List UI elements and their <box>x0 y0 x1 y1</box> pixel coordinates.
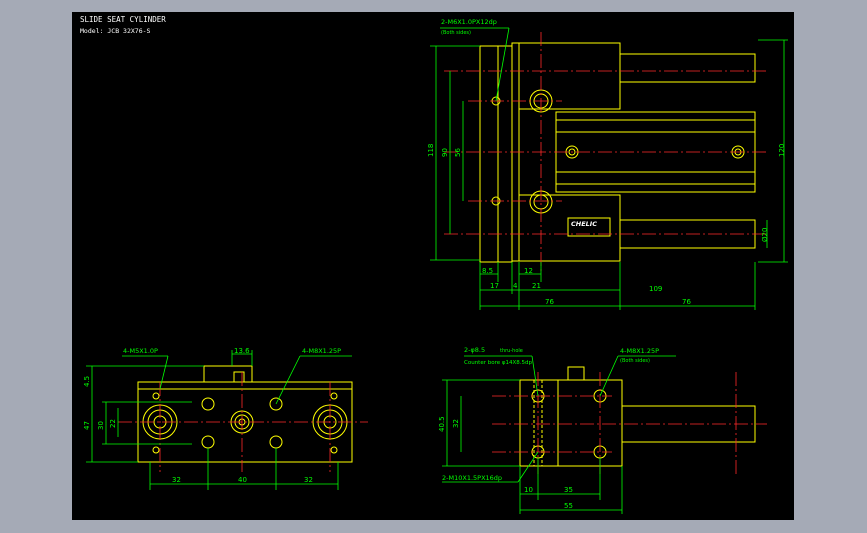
dim-32-right: 32 <box>304 476 313 484</box>
dim-4: 4 <box>513 282 518 290</box>
callout-m10: 2-M10X1.5PX16dp <box>442 474 502 482</box>
dim-47: 47 <box>83 421 91 430</box>
dim-120: 120 <box>778 144 786 157</box>
m5-hole <box>201 397 215 411</box>
dim-76-right: 76 <box>682 298 691 306</box>
cad-drawing: SLIDE SEAT CYLINDER Model: JCB 32X76-S <box>80 15 788 514</box>
dim-30: 30 <box>97 421 105 430</box>
front-view: 4.5 47 30 22 13.6 32 40 32 4-M5X1.0P 4-M… <box>83 347 368 490</box>
mount-plate <box>479 45 499 263</box>
dim-90: 90 <box>441 148 449 157</box>
front-top-tab <box>203 365 253 383</box>
dim-13-6: 13.6 <box>234 347 250 355</box>
dim-8-5: 8.5 <box>482 267 493 275</box>
dim-40: 40 <box>238 476 247 484</box>
dim-12: 12 <box>524 267 533 275</box>
dim-109: 109 <box>649 285 662 293</box>
dim-17: 17 <box>490 282 499 290</box>
callout-m8: 4-M8X1.25P <box>302 347 341 355</box>
m8-hole <box>269 397 283 411</box>
callout-phi-thru: thru-hole <box>500 348 523 354</box>
drawing-sheet: SLIDE SEAT CYLINDER Model: JCB 32X76-S <box>72 12 794 520</box>
dim-4-5: 4.5 <box>83 376 91 387</box>
dim-32-left: 32 <box>172 476 181 484</box>
side-body <box>519 379 559 467</box>
model-number: Model: JCB 32X76-S <box>80 27 151 35</box>
brand-text: CHELIC <box>571 220 597 228</box>
dim-22: 22 <box>109 419 117 428</box>
dim-118: 118 <box>427 144 435 157</box>
dim-35: 35 <box>564 486 573 494</box>
side-view: 40.5 32 10 35 55 2-φ8.5 thru-hole Counte… <box>438 346 767 514</box>
dim-32-side: 32 <box>452 419 460 428</box>
dim-10: 10 <box>524 486 533 494</box>
callout-m5: 4-M5X1.0P <box>123 347 158 355</box>
callout-counterbore: Counter bore φ14X8.5dp <box>464 360 532 366</box>
callout-m8-side: 4-M8X1.25P <box>620 347 659 355</box>
drawing-title: SLIDE SEAT CYLINDER <box>80 15 166 24</box>
dim-55: 55 <box>564 502 573 510</box>
side-rod <box>621 405 756 443</box>
callout-m6-sub: (Both sides) <box>441 30 471 36</box>
dim-phi20: Ø20 <box>761 228 769 242</box>
callout-m8-side-sub: (Both sides) <box>620 358 650 364</box>
guide-rod-upper <box>619 53 756 83</box>
callout-phi: 2-φ8.5 <box>464 346 485 354</box>
dim-56: 56 <box>454 148 462 157</box>
top-view: CHELIC 118 90 56 120 Ø20 8.5 12 <box>427 18 788 310</box>
callout-m6: 2-M6X1.0PX12dp <box>441 18 497 26</box>
dim-76-left: 76 <box>545 298 554 306</box>
brand-label <box>567 217 611 237</box>
dim-40-5: 40.5 <box>438 416 446 432</box>
side-block <box>557 379 623 467</box>
dim-21: 21 <box>532 282 541 290</box>
